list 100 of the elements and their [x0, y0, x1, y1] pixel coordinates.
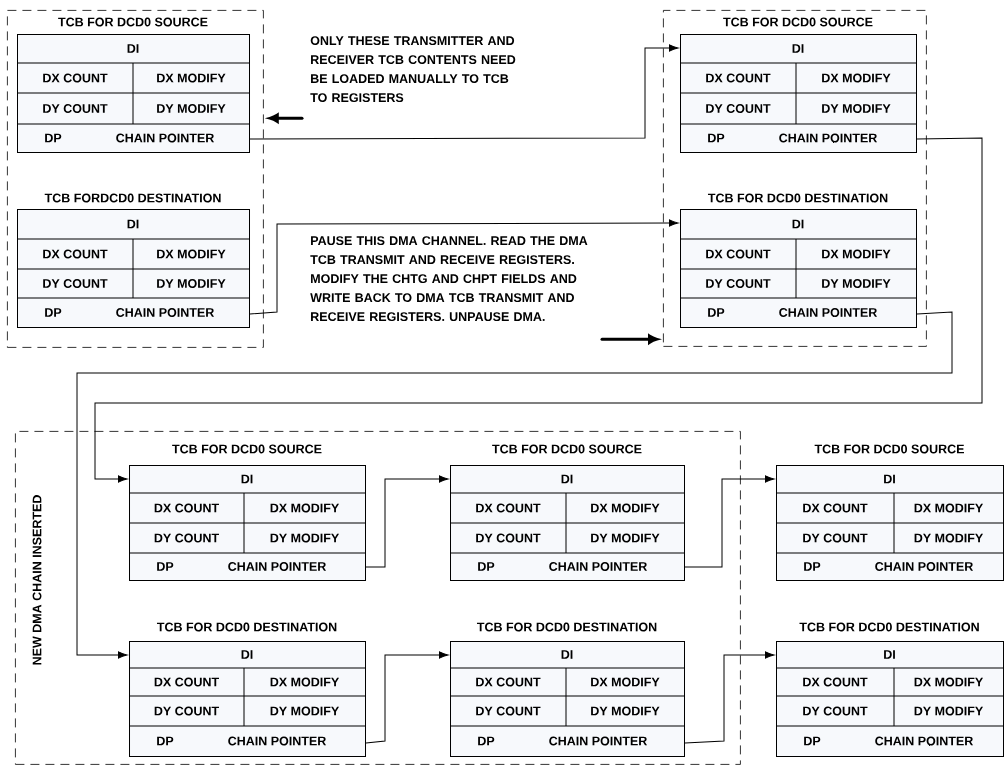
node-label: DY COUNT: [154, 533, 219, 543]
node-label: DP: [157, 736, 174, 746]
node-label: DX COUNT: [476, 503, 541, 513]
node-label: DY COUNT: [706, 279, 771, 288]
arrow: [249, 44, 679, 140]
arrow: [365, 651, 449, 744]
node-label: DI: [127, 219, 139, 229]
node-label: DP: [45, 308, 62, 317]
node-label: DY COUNT: [706, 104, 771, 113]
side-label: NEW DMA CHAIN INSERTED: [32, 495, 42, 665]
node-label: DI: [792, 44, 804, 53]
table-heading: TCB FOR DCD0 SOURCE: [723, 17, 873, 27]
node-label: DX COUNT: [803, 677, 868, 687]
node-label: DY MODIFY: [822, 279, 891, 288]
arrow: [76, 311, 953, 659]
node-label: DI: [561, 474, 573, 484]
node-label: DY COUNT: [43, 104, 108, 113]
node-label: DY MODIFY: [914, 706, 984, 716]
dashed-group-box: [7, 10, 264, 348]
arrow: [94, 137, 983, 483]
node-label: DY MODIFY: [591, 533, 660, 543]
node-label: CHAIN POINTER: [228, 562, 327, 571]
node-label: DY COUNT: [476, 533, 541, 543]
node-label: DX COUNT: [43, 249, 108, 259]
node-label: DI: [884, 474, 895, 484]
node-label: CHAIN POINTER: [779, 133, 878, 143]
table-heading: TCB FOR DCD0 DESTINATION: [708, 193, 888, 203]
table-heading: TCB FORDCD0 DESTINATION: [44, 193, 221, 203]
node-label: DX COUNT: [476, 677, 541, 687]
arrow: [249, 219, 679, 315]
table-heading: TCB FOR DCD0 SOURCE: [814, 444, 964, 454]
node-label: DX MODIFY: [822, 249, 891, 259]
node-label: DY MODIFY: [157, 279, 226, 288]
node-label: DP: [708, 133, 725, 143]
node-label: DP: [45, 133, 62, 143]
node-label: DY MODIFY: [157, 104, 226, 113]
table-heading: TCB FOR DCD0 SOURCE: [172, 444, 322, 454]
register-table: DI DX COUNT DX MODIFY DY COUNT DY MODIFY DP CHAIN POINTER: [775, 641, 1004, 757]
node-label: DY MODIFY: [822, 104, 891, 113]
node-label: DI: [241, 474, 253, 484]
node-label: DY MODIFY: [270, 706, 340, 716]
node-label: DI: [792, 219, 804, 229]
node-label: DX COUNT: [43, 73, 108, 83]
register-table: DI DX COUNT DX MODIFY DY COUNT DY MODIFY DP CHAIN POINTER: [128, 465, 366, 581]
node-label: DY COUNT: [476, 706, 541, 716]
node-label: DP: [708, 308, 725, 317]
node-label: DX MODIFY: [591, 677, 660, 687]
arrow: [365, 475, 449, 568]
node-label: DY MODIFY: [591, 706, 660, 716]
node-label: DY COUNT: [803, 706, 868, 716]
node-label: DP: [804, 562, 821, 571]
node-label: DX COUNT: [154, 503, 219, 513]
table-heading: TCB FOR DCD0 SOURCE: [492, 444, 642, 454]
register-table: DI DX COUNT DX MODIFY DY COUNT DY MODIFY DP CHAIN POINTER: [16, 34, 250, 153]
register-table: DI DX COUNT DX MODIFY DY COUNT DY MODIFY DP CHAIN POINTER: [449, 465, 685, 581]
node-label: CHAIN POINTER: [549, 736, 648, 746]
note-text: PAUSE THIS DMA CHANNEL. READ THE DMA TCB TRANSMIT AND RECEIVE REGISTERS. MODIFY THE CHTG AND CHPT FIELDS AND WRITE BACK TO DMA TCB TRANSMIT AND RECEIVE REGISTERS. UNPAUSE DMA.: [310, 236, 588, 322]
node-label: DX MODIFY: [822, 73, 891, 83]
node-label: DX MODIFY: [914, 677, 984, 687]
node-label: DX MODIFY: [270, 503, 340, 513]
node-label: DI: [241, 650, 253, 659]
node-label: DX COUNT: [706, 249, 771, 259]
register-table: DI DX COUNT DX MODIFY DY COUNT DY MODIFY DP CHAIN POINTER: [16, 209, 250, 328]
register-table: DI DX COUNT DX MODIFY DY COUNT DY MODIFY DP CHAIN POINTER: [449, 641, 685, 757]
node-label: CHAIN POINTER: [779, 308, 878, 317]
node-label: DI: [127, 44, 139, 53]
node-label: DX MODIFY: [591, 503, 660, 513]
dashed-group-box: [663, 10, 927, 347]
node-label: CHAIN POINTER: [116, 308, 215, 317]
table-heading: TCB FOR DCD0 DESTINATION: [477, 622, 657, 632]
node-label: DX COUNT: [706, 73, 771, 83]
node-label: DX MODIFY: [157, 249, 226, 259]
node-label: DX MODIFY: [914, 503, 984, 513]
node-label: DX COUNT: [154, 677, 219, 687]
table-heading: TCB FOR DCD0 DESTINATION: [799, 622, 979, 632]
node-label: DY COUNT: [803, 533, 868, 543]
node-label: DP: [478, 736, 495, 746]
arrow: [600, 334, 659, 345]
node-label: DY COUNT: [43, 279, 108, 288]
node-label: DP: [804, 736, 821, 746]
node-label: DY COUNT: [154, 706, 219, 716]
node-label: DP: [478, 562, 495, 571]
node-label: DX MODIFY: [157, 73, 226, 83]
node-label: CHAIN POINTER: [228, 736, 327, 746]
node-label: DY MODIFY: [914, 533, 984, 543]
node-label: DX COUNT: [803, 503, 868, 513]
node-label: CHAIN POINTER: [875, 736, 974, 746]
node-label: DY MODIFY: [270, 533, 340, 543]
register-table: DI DX COUNT DX MODIFY DY COUNT DY MODIFY DP CHAIN POINTER: [128, 641, 366, 757]
node-label: CHAIN POINTER: [549, 562, 648, 571]
register-table: DI DX COUNT DX MODIFY DY COUNT DY MODIFY DP CHAIN POINTER: [679, 34, 917, 153]
register-table: DI DX COUNT DX MODIFY DY COUNT DY MODIFY DP CHAIN POINTER: [679, 209, 917, 328]
arrow: [268, 113, 304, 124]
table-heading: TCB FOR DCD0 DESTINATION: [157, 622, 337, 632]
node-label: CHAIN POINTER: [875, 562, 974, 571]
node-label: DI: [884, 650, 895, 659]
node-label: DI: [561, 650, 573, 659]
note-text: ONLY THESE TRANSMITTER AND RECEIVER TCB CONTENTS NEED BE LOADED MANUALLY TO TCB TO REGISTERS: [310, 36, 516, 103]
register-table: DI DX COUNT DX MODIFY DY COUNT DY MODIFY DP CHAIN POINTER: [775, 465, 1004, 581]
node-label: DP: [157, 562, 174, 571]
